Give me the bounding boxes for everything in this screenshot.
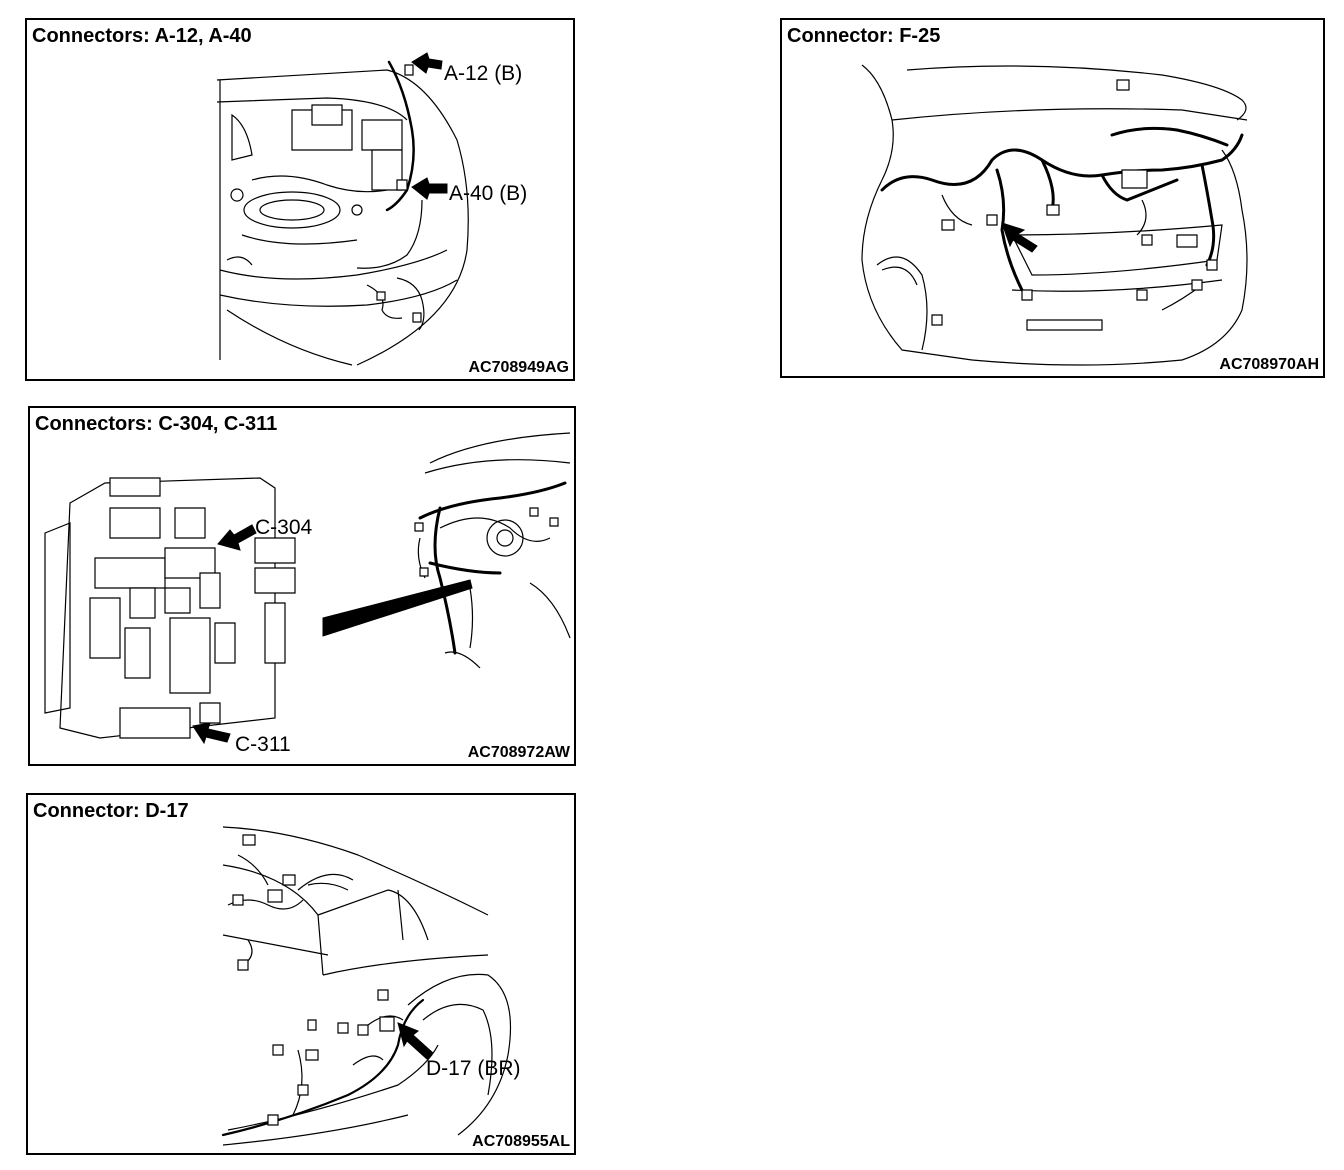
callout-a40: A-40 (B): [449, 182, 528, 205]
arrow-icon: [412, 53, 442, 73]
panel-connectors-c304-c311: Connectors: C-304, C-311: [28, 406, 576, 766]
callout-a12: A-12 (B): [444, 62, 523, 85]
arrow-icon: [412, 178, 447, 199]
arrow-icon: [193, 723, 230, 743]
panel-title: Connectors: C-304, C-311: [35, 413, 278, 435]
figure-code: AC708972AW: [467, 744, 570, 761]
panel-connector-f25: Connector: F-25: [780, 18, 1325, 378]
arrow-icon: [1002, 223, 1037, 252]
figure-code: AC708970AH: [1219, 356, 1319, 373]
arrow-icon: [218, 525, 256, 550]
panel-connectors-a12-a40: Connectors: A-12, A-40 A-12 (B): [25, 18, 575, 381]
engine-bay-illustration: [27, 20, 575, 381]
trunk-harness-illustration: [782, 20, 1325, 378]
panel-connector-d17: Connector: D-17: [26, 793, 576, 1155]
callout-c304: C-304: [255, 516, 313, 539]
callout-d17: D-17 (BR): [426, 1057, 521, 1080]
door-harness-illustration: [28, 795, 576, 1155]
arrow-icon: [398, 1023, 433, 1059]
figure-code: AC708955AL: [472, 1133, 570, 1150]
callout-c311: C-311: [235, 733, 291, 756]
panel-title: Connectors: A-12, A-40: [32, 25, 252, 47]
junction-block-illustration: [30, 408, 576, 766]
panel-title: Connector: D-17: [33, 800, 189, 822]
figure-code: AC708949AG: [468, 359, 570, 376]
panel-title: Connector: F-25: [787, 25, 941, 47]
